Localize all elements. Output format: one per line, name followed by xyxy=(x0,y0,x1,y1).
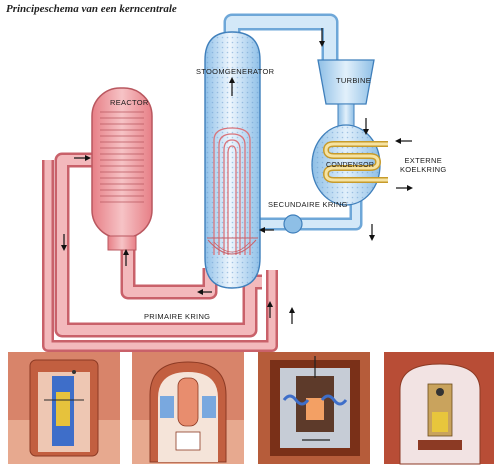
feed-pump xyxy=(283,214,303,234)
external-cooling-label: EXTERNE KOELKRING xyxy=(400,156,446,174)
turbine xyxy=(317,59,375,127)
page-title: Principeschema van een kerncentrale xyxy=(6,3,177,15)
secondary-loop-label: SECUNDAIRE KRING xyxy=(268,200,348,209)
reactor-building-icon xyxy=(258,352,370,464)
steam-generator-label: STOOMGENERATOR xyxy=(196,67,275,76)
condenser xyxy=(311,124,388,206)
reactor-building-icon xyxy=(8,352,120,464)
external-cooling-line-1: EXTERNE xyxy=(404,156,442,165)
turbine-label: TURBINE xyxy=(336,76,372,85)
reactor-types-panels xyxy=(8,352,494,465)
external-cooling-line-2: KOELKRING xyxy=(400,165,447,174)
condenser-label: CONDENSOR xyxy=(326,162,375,169)
reactor-label: REACTOR xyxy=(110,98,149,107)
primary-loop-label: PRIMAIRE KRING xyxy=(144,312,211,321)
reactor-building-icon xyxy=(132,352,244,464)
secondary-loop xyxy=(223,13,363,234)
flow-arrows xyxy=(61,28,413,324)
reactor-building-icon xyxy=(384,352,494,465)
steam-generator xyxy=(204,31,261,289)
reactor-vessel xyxy=(91,87,153,251)
